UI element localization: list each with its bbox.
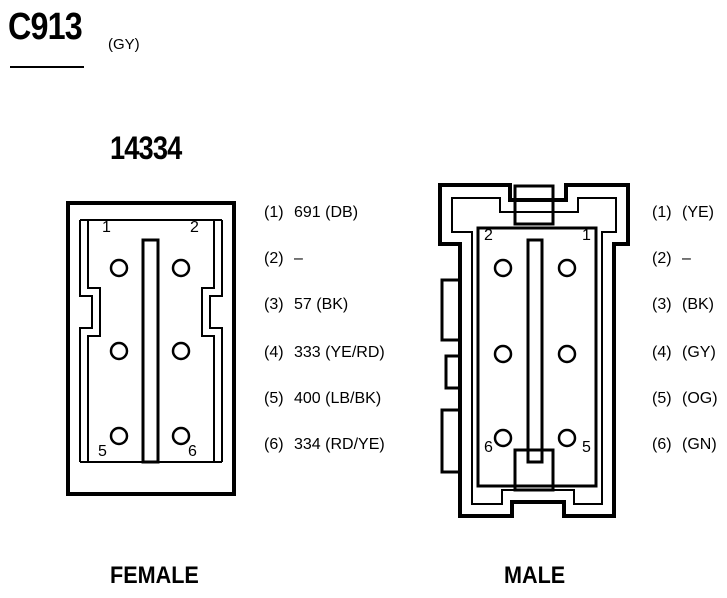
- female-outer-frame: [66, 201, 236, 496]
- female-pin-row: (1) 691 (DB): [264, 204, 358, 222]
- male-cavity-number: 2: [484, 227, 493, 244]
- male-outer-shell: [438, 183, 630, 518]
- pin-description: (OG): [682, 390, 718, 407]
- pin-number: (5): [652, 390, 672, 407]
- male-cavity-2: [493, 258, 513, 278]
- female-right-wall: [209, 220, 223, 462]
- female-cavity-5: [109, 426, 129, 446]
- male-label: MALE: [504, 562, 566, 589]
- male-pin-row: (5) (OG): [652, 390, 718, 408]
- female-cavity-6: [171, 426, 191, 446]
- male-top-latch: [513, 184, 555, 226]
- male-cavity-number: 1: [582, 227, 591, 244]
- pin-description: 334 (RD/YE): [294, 436, 385, 453]
- female-pin-row: (3) 57 (BK): [264, 296, 348, 314]
- female-left-wall: [79, 220, 93, 462]
- female-connector: [66, 201, 236, 496]
- pin-description: (GY): [682, 344, 716, 361]
- male-pin-row: (3) (BK): [652, 296, 714, 314]
- pin-description: (BK): [682, 296, 714, 313]
- male-cavity-number: 5: [582, 439, 591, 456]
- female-right-wall-inner: [201, 220, 215, 462]
- pin-description: –: [294, 250, 303, 267]
- pin-number: (5): [264, 390, 284, 407]
- connector-id: C913: [8, 6, 83, 48]
- pin-number: (3): [652, 296, 672, 313]
- pin-description: –: [682, 250, 691, 267]
- male-cavity-4: [493, 344, 513, 364]
- female-cavity-4: [171, 341, 191, 361]
- pin-description: 400 (LB/BK): [294, 390, 382, 407]
- female-left-wall-inner: [87, 220, 101, 462]
- male-side-rib-top: [440, 278, 462, 342]
- female-cavity-number: 1: [102, 219, 111, 236]
- male-bottom-latch: [513, 448, 555, 492]
- male-pin-row: (1) (YE): [652, 204, 714, 222]
- title-underline: [10, 66, 84, 68]
- pin-number: (4): [264, 344, 284, 361]
- female-pin-row: (2)–: [264, 250, 303, 268]
- female-cavity-1: [109, 258, 129, 278]
- pin-description: 57 (BK): [294, 296, 349, 313]
- male-cavity-3: [557, 344, 577, 364]
- male-pin-row: (6) (GN): [652, 436, 717, 454]
- female-cavity-3: [109, 341, 129, 361]
- male-pin-row: (4) (GY): [652, 344, 716, 362]
- female-cavity-number: 6: [188, 443, 197, 460]
- pin-number: (2): [264, 250, 284, 267]
- male-cavity-number: 6: [484, 439, 493, 456]
- male-cavity-5: [557, 428, 577, 448]
- female-label: FEMALE: [110, 562, 199, 589]
- pin-description: 691 (DB): [294, 204, 359, 221]
- pin-description: (GN): [682, 436, 717, 453]
- female-cavity-number: 5: [98, 443, 107, 460]
- pin-description: 333 (YE/RD): [294, 344, 385, 361]
- pin-number: (4): [652, 344, 672, 361]
- male-pin-row: (2)–: [652, 250, 691, 268]
- pin-number: (3): [264, 296, 284, 313]
- male-cavity-6: [493, 428, 513, 448]
- part-number: 14334: [110, 130, 182, 166]
- pin-description: (YE): [682, 204, 714, 221]
- male-connector: [438, 183, 630, 518]
- female-pin-row: (5) 400 (LB/BK): [264, 390, 381, 408]
- male-cavity-1: [557, 258, 577, 278]
- female-cavity-number: 2: [190, 219, 199, 236]
- female-pin-row: (4) 333 (YE/RD): [264, 344, 385, 362]
- connector-color: (GY): [108, 36, 140, 53]
- pin-number: (6): [652, 436, 672, 453]
- pin-number: (1): [264, 204, 284, 221]
- pin-number: (6): [264, 436, 284, 453]
- pin-number: (2): [652, 250, 672, 267]
- pin-number: (1): [652, 204, 672, 221]
- male-side-rib-middle: [444, 354, 462, 390]
- male-side-rib-bottom: [440, 408, 462, 474]
- female-center-key: [141, 238, 160, 464]
- male-center-key: [526, 238, 544, 464]
- male-cavity-frame: [476, 226, 598, 488]
- female-cavity-2: [171, 258, 191, 278]
- female-pin-row: (6) 334 (RD/YE): [264, 436, 385, 454]
